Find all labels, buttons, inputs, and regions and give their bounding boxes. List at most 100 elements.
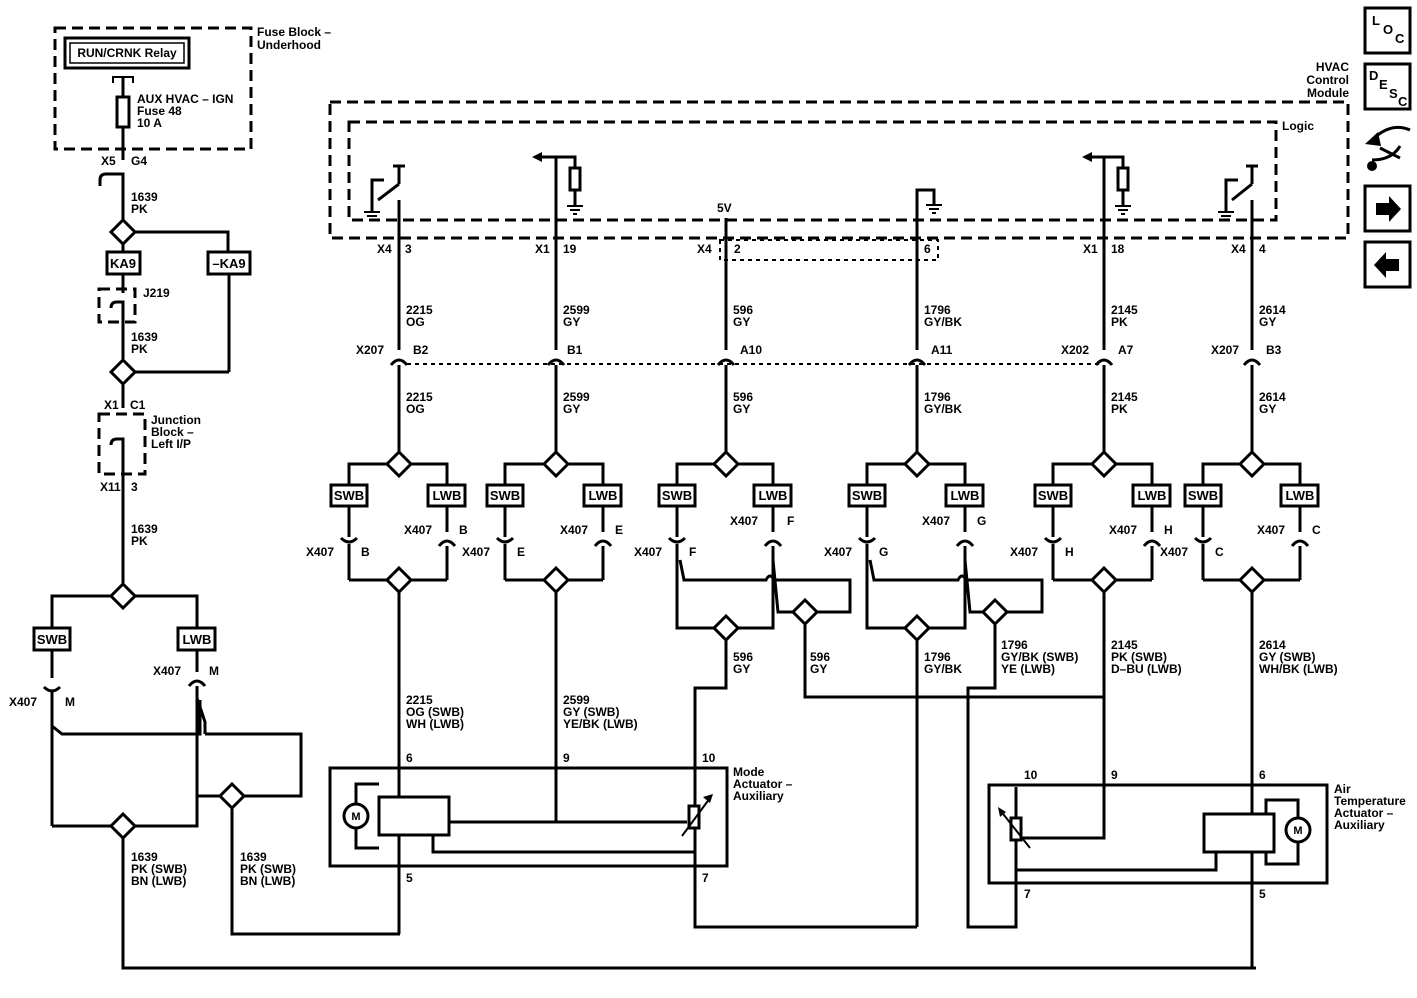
- pin-num-2: 19: [563, 242, 577, 256]
- branch-6-swb: SWB: [1188, 488, 1218, 503]
- branch-3-lwb: LWB: [759, 488, 788, 503]
- branch-1-pin-l: B: [361, 545, 370, 559]
- w1796a-num: 1796: [924, 650, 951, 664]
- branch-5: SWB LWB X407 H X407 H 2145 PK (SWB) D–BU…: [1010, 449, 1182, 840]
- wire-1639-mid-num: 1639: [131, 330, 158, 344]
- wire-mid-5-color: PK: [1111, 402, 1128, 416]
- mode-actuator-feeds: 2215 OG (SWB) WH (LWB) 2599 GY (SWB) YE/…: [397, 592, 687, 824]
- branch-1-x407-r: X407: [404, 523, 432, 537]
- fuse-block-title-2: Underhood: [257, 38, 321, 52]
- w2614-num: 2614: [1259, 638, 1286, 652]
- fuse-block-title-1: Fuse Block –: [257, 25, 331, 39]
- air-pin-6: 6: [1259, 768, 1266, 782]
- nav-loc-button[interactable]: L O C: [1363, 6, 1412, 55]
- branch-2-pin-r: E: [615, 523, 623, 537]
- logic-switch-1: [364, 164, 405, 255]
- branch-3: SWB LWB X407 F X407 F 596 GY 596 GY: [634, 449, 1104, 929]
- arrow-right-icon: [1376, 196, 1401, 222]
- branch-4-pin-l: G: [879, 545, 888, 559]
- w2215-swb: OG (SWB): [406, 705, 464, 719]
- air-temp-actuator: Air Temperature Actuator – Auxiliary 10 …: [987, 768, 1406, 968]
- inline-conn-1: X207: [356, 343, 384, 357]
- branch-6-x407-l: X407: [1160, 545, 1188, 559]
- w2599-num: 2599: [563, 693, 590, 707]
- desc-c: C: [1398, 94, 1408, 109]
- conn-x11: X11: [100, 480, 121, 494]
- mode-title-1: Mode: [733, 765, 765, 779]
- signal-columns: X4 3 2215 OG X207 B2 2215 OG X1 19 2599 …: [356, 242, 1286, 452]
- wire-mid-2-num: 2599: [563, 390, 590, 404]
- branch-4-x407-l: X407: [824, 545, 852, 559]
- logic-switch-2: [1218, 164, 1258, 255]
- air-pin-5: 5: [1259, 887, 1266, 901]
- out1-swb: PK (SWB): [131, 862, 187, 876]
- branch-5-pin-l: H: [1065, 545, 1074, 559]
- w596a-num: 596: [733, 650, 753, 664]
- branch-6: SWB LWB X407 C X407 C 2614 GY (SWB) WH/B…: [1160, 449, 1338, 832]
- loc-l: L: [1372, 13, 1380, 28]
- branch-3-swb: SWB: [662, 488, 692, 503]
- fuse-block: RUN/CRNK Relay Fuse Block – Underhood AU…: [53, 25, 331, 160]
- conn-x5: X5: [101, 154, 116, 168]
- mode-pin-9: 9: [563, 751, 570, 765]
- mode-title-3: Auxiliary: [733, 789, 784, 803]
- logic-label: Logic: [1282, 119, 1314, 133]
- wire-1639-low-num: 1639: [131, 522, 158, 536]
- wire-mid-1-num: 2215: [406, 390, 433, 404]
- w2614-swb: GY (SWB): [1259, 650, 1315, 664]
- w1796b-swb: GY/BK (SWB): [1001, 650, 1078, 664]
- w1796b-lwb: YE (LWB): [1001, 662, 1055, 676]
- desc-d: D: [1369, 68, 1378, 83]
- branch-4-pin-r: G: [977, 514, 986, 528]
- out1-lwb: BN (LWB): [131, 874, 186, 888]
- back-arrow-button[interactable]: [1363, 240, 1412, 289]
- left-swb-label: SWB: [37, 632, 67, 647]
- junction-title-3: Left I/P: [151, 437, 191, 451]
- branch-3-pin-r: F: [787, 514, 794, 528]
- wire-top-3-color: GY: [733, 315, 750, 329]
- inline-conn-5: X202: [1061, 343, 1089, 357]
- forward-arrow-button[interactable]: [1363, 184, 1412, 233]
- branch-2-swb: SWB: [490, 488, 520, 503]
- fuse-label-2: Fuse 48: [137, 104, 182, 118]
- inline-pin-6: B3: [1266, 343, 1282, 357]
- desc-s: S: [1389, 86, 1398, 101]
- connector-link-icon[interactable]: [1365, 125, 1411, 171]
- branch-6-x407-r: X407: [1257, 523, 1285, 537]
- pin-conn-1: X4: [377, 242, 392, 256]
- air-pin-10: 10: [1024, 768, 1038, 782]
- inline-conn-6: X207: [1211, 343, 1239, 357]
- out2-swb: PK (SWB): [240, 862, 296, 876]
- relay-label: RUN/CRNK Relay: [77, 46, 177, 60]
- pin-c1: C1: [130, 398, 146, 412]
- wire-top-1-num: 2215: [406, 303, 433, 317]
- pin-num-3: 2: [734, 242, 741, 256]
- pin-m-left-b: M: [209, 664, 219, 678]
- wire-mid-3-num: 596: [733, 390, 753, 404]
- branch-6-lwb: LWB: [1286, 488, 1315, 503]
- pin-conn-6: X4: [1231, 242, 1246, 256]
- w2145-swb: PK (SWB): [1111, 650, 1167, 664]
- branch-1-x407-l: X407: [306, 545, 334, 559]
- air-title-3: Actuator –: [1334, 806, 1394, 820]
- branch-3-x407-l: X407: [634, 545, 662, 559]
- w596a-color: GY: [733, 662, 750, 676]
- branch-5-x407-r: X407: [1109, 523, 1137, 537]
- wire-1639-top-num: 1639: [131, 190, 158, 204]
- module-title-3: Module: [1307, 86, 1349, 100]
- mode-pin-10: 10: [702, 751, 716, 765]
- air-title-4: Auxiliary: [1334, 818, 1385, 832]
- nav-desc-button[interactable]: D E S C: [1363, 62, 1412, 111]
- w1796a-color: GY/BK: [924, 662, 962, 676]
- mode-pin-5: 5: [406, 871, 413, 885]
- branch-5-swb: SWB: [1038, 488, 1068, 503]
- wire-top-4-num: 1796: [924, 303, 951, 317]
- wire-top-3-num: 596: [733, 303, 753, 317]
- air-pin-7: 7: [1024, 887, 1031, 901]
- conn-x1-left: X1: [104, 398, 119, 412]
- out2-num: 1639: [240, 850, 267, 864]
- logic-pullup-2: [1082, 152, 1131, 255]
- wire-mid-1-color: OG: [406, 402, 425, 416]
- pin-conn-5: X1: [1083, 242, 1098, 256]
- pin-num-5: 18: [1111, 242, 1125, 256]
